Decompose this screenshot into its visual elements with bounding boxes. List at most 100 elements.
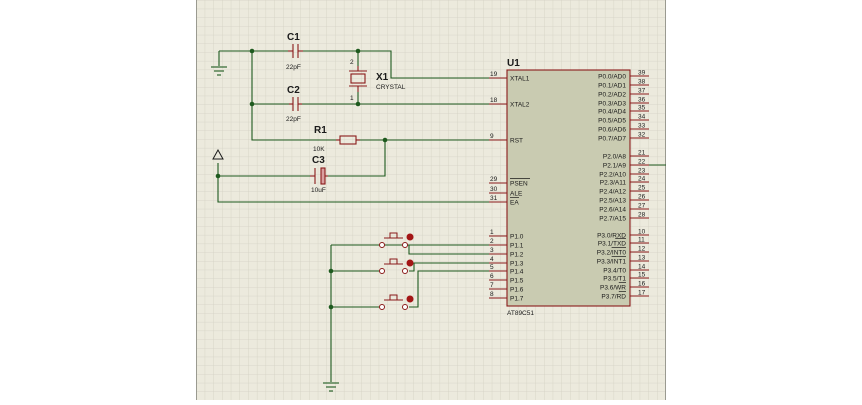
u1-pin-number: 5	[490, 264, 494, 271]
u1-pin-name: P2.1/A9	[603, 163, 627, 170]
capacitor-c3[interactable]: C3 10uF	[310, 155, 328, 194]
u1-pin-number: 31	[490, 195, 498, 202]
u1-pin-number: 16	[638, 281, 646, 288]
u1-pin-number: 39	[638, 70, 646, 77]
u1-pin-number: 25	[638, 185, 646, 192]
u1-pin-number: 18	[490, 97, 498, 104]
microcontroller-u1[interactable]: U1 AT89C51 19XTAL118XTAL29RST29PSEN30ALE…	[489, 58, 649, 317]
push-button-3[interactable]	[379, 294, 414, 310]
u1-pin-2[interactable]: 2P1.1	[489, 238, 524, 250]
u1-pin-name: P1.4	[510, 269, 524, 276]
u1-pin-name: EA	[510, 200, 519, 207]
u1-pin-name: P3.2/INT0	[597, 250, 627, 257]
u1-pin-number: 38	[638, 79, 646, 86]
u1-pin-name: P0.4/AD4	[598, 109, 626, 116]
push-button-1[interactable]	[379, 232, 414, 248]
u1-pin-name: P1.6	[510, 287, 524, 294]
capacitor-c2[interactable]: C2 22pF	[286, 85, 302, 123]
u1-pin-name: P1.0	[510, 234, 524, 241]
schematic-sheet[interactable]: C1 22pF C2 22pF 2 1 X1 CRYSTAL R1 10K C3	[196, 0, 666, 400]
u1-pin-number: 11	[638, 237, 645, 244]
u1-pin-7[interactable]: 7P1.6	[489, 282, 524, 294]
c2-ref: C2	[287, 85, 300, 96]
u1-pin-5[interactable]: 5P1.4	[489, 264, 524, 276]
x1-pin-1: 1	[350, 95, 354, 102]
u1-pin-name: P3.0/RXD	[597, 233, 626, 240]
u1-pin-number: 10	[638, 229, 646, 236]
capacitor-c1[interactable]: C1 22pF	[286, 32, 303, 71]
u1-pin-number: 19	[490, 71, 498, 78]
u1-pin-number: 4	[490, 256, 494, 263]
u1-pin-6[interactable]: 6P1.5	[489, 273, 524, 285]
u1-pin-number: 33	[638, 123, 646, 130]
r1-value: 10K	[313, 146, 325, 153]
u1-body	[506, 69, 631, 307]
push-button-2[interactable]	[379, 258, 414, 274]
u1-pin-name: P1.3	[510, 261, 524, 268]
u1-pin-name: P0.1/AD1	[598, 83, 626, 90]
u1-pin-name: XTAL2	[510, 102, 530, 109]
u1-pin-name: P3.5/T1	[603, 276, 626, 283]
u1-pin-name: ALE	[510, 191, 523, 198]
u1-pin-name: P1.7	[510, 296, 524, 303]
ground-symbol-top	[211, 66, 227, 76]
crystal-x1[interactable]: 2 1 X1 CRYSTAL	[349, 59, 406, 102]
ground-symbol-bottom	[323, 382, 339, 392]
u1-pin-number: 13	[638, 255, 646, 262]
u1-pin-number: 1	[490, 229, 494, 236]
u1-pin-8[interactable]: 8P1.7	[489, 291, 524, 303]
resistor-r1[interactable]: R1 10K	[313, 125, 360, 153]
u1-pin-name: P3.7/RD	[601, 294, 626, 301]
u1-pin-name: P2.5/A13	[599, 198, 626, 205]
u1-pin-number: 37	[638, 88, 646, 95]
u1-pin-number: 7	[490, 282, 494, 289]
u1-pin-number: 29	[490, 176, 498, 183]
c2-value: 22pF	[286, 116, 301, 123]
u1-pin-3[interactable]: 3P1.2	[489, 247, 524, 259]
u1-pin-number: 2	[490, 238, 494, 245]
u1-pin-name: P2.7/A15	[599, 216, 626, 223]
u1-pin-number: 15	[638, 272, 646, 279]
u1-pin-name: P2.0/A8	[603, 154, 627, 161]
schematic-canvas[interactable]: C1 22pF C2 22pF 2 1 X1 CRYSTAL R1 10K C3	[196, 0, 666, 400]
c3-ref: C3	[312, 155, 325, 166]
u1-pin-1[interactable]: 1P1.0	[489, 229, 524, 241]
u1-pin-4[interactable]: 4P1.3	[489, 256, 524, 268]
x1-pin-2: 2	[350, 59, 354, 66]
u1-pin-name: P1.5	[510, 278, 524, 285]
u1-pin-name: P3.4/T0	[603, 268, 626, 275]
u1-pin-name: P3.1/TXD	[598, 241, 626, 248]
u1-pin-number: 36	[638, 97, 646, 104]
u1-pin-name: P2.4/A12	[599, 189, 626, 196]
